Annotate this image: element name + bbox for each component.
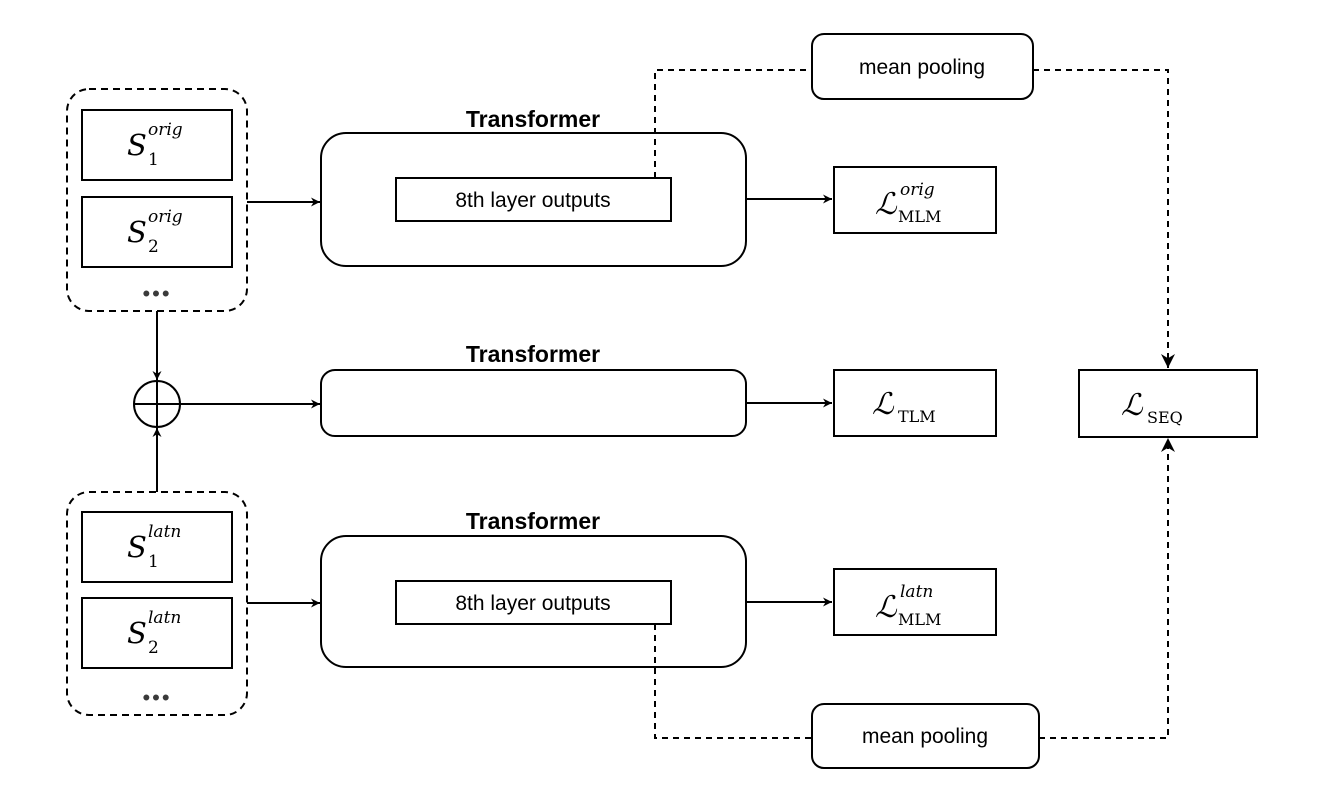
bottom-mean-pooling-label: mean pooling	[862, 725, 988, 748]
orig-sentence-2: S orig 2	[81, 196, 233, 268]
orig-s1-sup: orig	[148, 120, 183, 140]
loss-seq-sub: SEQ	[1147, 408, 1183, 427]
loss-mlm-orig-sup: orig	[900, 180, 935, 200]
latn-ellipsis: •••	[142, 685, 171, 710]
latn-s1-base: S	[127, 530, 147, 564]
bottom-pooling-to-seq-arrow	[1039, 438, 1175, 739]
bottom-pooling-dashed-in	[654, 624, 812, 739]
loss-mlm-orig-sub: MLM	[898, 207, 941, 226]
orig-sentence-1: S orig 1	[81, 109, 233, 181]
loss-mlm-orig-base: ℒ	[875, 187, 898, 222]
top-pooling-dashed-in	[654, 69, 812, 178]
top-mean-pooling-label: mean pooling	[859, 56, 985, 79]
loss-mlm-latn-sub: MLM	[898, 610, 941, 629]
loss-mlm-latn-base: ℒ	[875, 590, 898, 625]
orig-ellipsis: •••	[142, 281, 171, 306]
loss-seq: ℒ SEQ	[1078, 369, 1258, 438]
loss-tlm: ℒ TLM	[833, 369, 997, 437]
latn-s2-base: S	[127, 616, 147, 650]
loss-mlm-latn-sup: latn	[900, 582, 933, 602]
bottom-layer-outputs-label: 8th layer outputs	[455, 592, 610, 615]
loss-mlm-latn: ℒ latn MLM	[833, 568, 997, 636]
latn-sentence-1: S latn 1	[81, 511, 233, 583]
latn-s1-sub: 1	[148, 552, 159, 572]
latn-s2-sup: latn	[148, 608, 181, 628]
latn-sentence-2: S latn 2	[81, 597, 233, 669]
latn-s2-sub: 2	[148, 638, 159, 658]
bottom-transformer-title: Transformer	[466, 508, 600, 534]
orig-s1-sub: 1	[148, 150, 159, 170]
bottom-layer-outputs-box	[395, 580, 672, 625]
orig-s1-base: S	[127, 128, 147, 162]
loss-tlm-sub: TLM	[898, 407, 936, 426]
orig-s2-base: S	[127, 215, 147, 249]
top-mean-pooling: mean pooling	[811, 33, 1034, 100]
top-transformer-title: Transformer	[466, 106, 600, 132]
orig-input-group: S orig 1 S orig 2 •••	[66, 88, 248, 312]
latn-input-group: S latn 1 S latn 2 •••	[66, 491, 248, 716]
bottom-mean-pooling: mean pooling	[811, 703, 1040, 769]
loss-seq-base: ℒ	[1121, 388, 1144, 423]
latn-s1-sup: latn	[148, 522, 181, 542]
middle-transformer-box	[320, 369, 747, 437]
top-layer-outputs-box	[395, 177, 672, 222]
loss-tlm-base: ℒ	[872, 387, 895, 422]
orig-s2-sub: 2	[148, 237, 159, 257]
middle-transformer-title: Transformer	[466, 341, 600, 367]
loss-mlm-orig: ℒ orig MLM	[833, 166, 997, 234]
top-pooling-to-seq-arrow	[1033, 69, 1175, 368]
concat-operator	[133, 380, 181, 428]
orig-s2-sup: orig	[148, 207, 183, 227]
top-layer-outputs-label: 8th layer outputs	[455, 189, 610, 212]
